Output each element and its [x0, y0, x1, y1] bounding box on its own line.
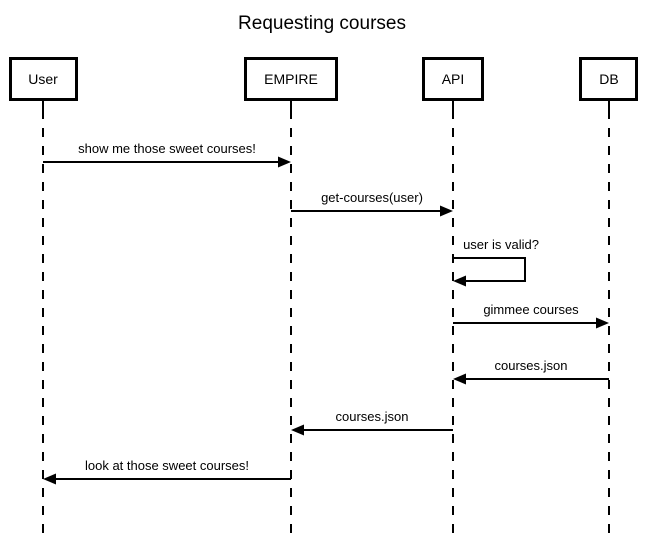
- lifelines-layer: [42, 101, 610, 541]
- message-m3[interactable]: user is valid?: [453, 237, 539, 287]
- participant-box-db[interactable]: [579, 57, 638, 101]
- message-label-m4: gimmee courses: [483, 302, 579, 317]
- message-arrowhead-m7: [43, 473, 56, 485]
- participant-box-api[interactable]: [422, 57, 484, 101]
- message-m2[interactable]: get-courses(user): [291, 190, 453, 217]
- message-label-m1: show me those sweet courses!: [78, 141, 256, 156]
- participant-db[interactable]: DB: [579, 57, 638, 101]
- participants-layer: User EMPIRE API DB: [9, 57, 638, 101]
- participant-box-empire[interactable]: [244, 57, 338, 101]
- message-m4[interactable]: gimmee courses: [453, 302, 609, 329]
- participant-label-api: API: [442, 71, 465, 87]
- message-arrowhead-m2: [440, 205, 453, 217]
- diagram-title: Requesting courses: [238, 13, 406, 34]
- message-arrowhead-m5: [453, 373, 466, 385]
- participant-label-db: DB: [599, 71, 618, 87]
- message-label-m6: courses.json: [336, 409, 409, 424]
- message-label-m2: get-courses(user): [321, 190, 423, 205]
- messages-layer: show me those sweet courses! get-courses(…: [43, 141, 609, 485]
- participant-user[interactable]: User: [9, 57, 78, 101]
- message-m7[interactable]: look at those sweet courses!: [43, 458, 291, 485]
- participant-box-user[interactable]: [9, 57, 78, 101]
- message-arrowhead-m6: [291, 424, 304, 436]
- message-arrowhead-m1: [278, 156, 291, 168]
- message-arrowhead-m4: [596, 317, 609, 329]
- message-label-m5: courses.json: [495, 358, 568, 373]
- message-m1[interactable]: show me those sweet courses!: [43, 141, 291, 168]
- message-m5[interactable]: courses.json: [453, 358, 609, 385]
- participant-label-empire: EMPIRE: [264, 71, 318, 87]
- participant-empire[interactable]: EMPIRE: [244, 57, 338, 101]
- participant-api[interactable]: API: [422, 57, 484, 101]
- message-label-m7: look at those sweet courses!: [85, 458, 249, 473]
- message-label-m3: user is valid?: [463, 237, 539, 252]
- message-m6[interactable]: courses.json: [291, 409, 453, 436]
- message-line-m3: [453, 257, 526, 282]
- message-arrowhead-m3: [453, 275, 466, 287]
- participant-label-user: User: [28, 71, 58, 87]
